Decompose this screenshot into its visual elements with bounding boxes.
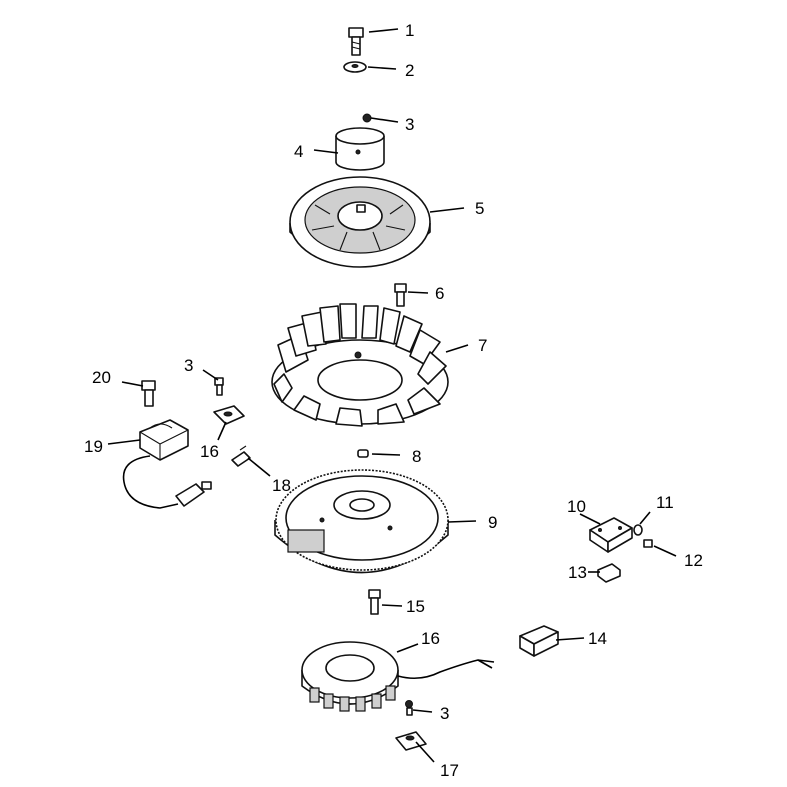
callout-10: 10 xyxy=(567,497,586,516)
part-8-key xyxy=(357,449,369,458)
part-20-bolt xyxy=(141,380,156,407)
callout-leaders xyxy=(107,28,677,763)
callout-3-bottom: 3 xyxy=(440,704,449,723)
callout-20: 20 xyxy=(92,368,111,387)
callout-19: 19 xyxy=(84,437,103,456)
callout-16-lower: 16 xyxy=(421,629,440,648)
callout-3-left: 3 xyxy=(184,356,193,375)
callout-8: 8 xyxy=(412,447,421,466)
callout-11: 11 xyxy=(656,493,674,512)
part-3-screw-top xyxy=(362,113,372,123)
part-3-screw-bottom xyxy=(405,700,413,716)
part-15-bolt xyxy=(368,589,381,615)
part-3-screw-left xyxy=(214,377,224,396)
callout-13: 13 xyxy=(568,563,587,582)
part-12-screw xyxy=(643,539,653,548)
part-9-flywheel xyxy=(274,469,449,574)
callout-numbers: 1 2 3 4 5 6 7 3 20 19 16 18 8 9 10 11 12… xyxy=(84,21,703,780)
callout-2: 2 xyxy=(405,61,414,80)
part-4-sleeve xyxy=(335,127,385,171)
callout-7: 7 xyxy=(478,336,487,355)
part-6-bolt xyxy=(394,283,407,307)
part-7-cooling-fan xyxy=(271,303,449,427)
part-2-washer xyxy=(343,61,367,73)
part-11-washer xyxy=(633,524,643,536)
callout-14: 14 xyxy=(588,629,607,648)
callout-9: 9 xyxy=(488,513,497,532)
part-16-clip-upper xyxy=(213,405,245,425)
part-19-ignition-module xyxy=(122,419,212,509)
part-16-stator xyxy=(301,641,495,712)
callout-3-top: 3 xyxy=(405,115,414,134)
callout-4: 4 xyxy=(294,142,303,161)
callout-18: 18 xyxy=(272,476,291,495)
callout-1: 1 xyxy=(405,21,414,40)
callout-16-upper: 16 xyxy=(200,442,219,461)
callout-12: 12 xyxy=(684,551,703,570)
part-1-bolt xyxy=(348,27,364,56)
part-10-regulator xyxy=(589,517,633,553)
callout-6: 6 xyxy=(435,284,444,303)
part-13-connector xyxy=(597,563,621,583)
part-5-grass-screen xyxy=(289,176,431,268)
callout-17: 17 xyxy=(440,761,459,780)
callout-5: 5 xyxy=(475,199,484,218)
callout-15: 15 xyxy=(406,597,425,616)
part-14-rectifier xyxy=(519,625,559,657)
part-18-stud xyxy=(231,445,251,467)
